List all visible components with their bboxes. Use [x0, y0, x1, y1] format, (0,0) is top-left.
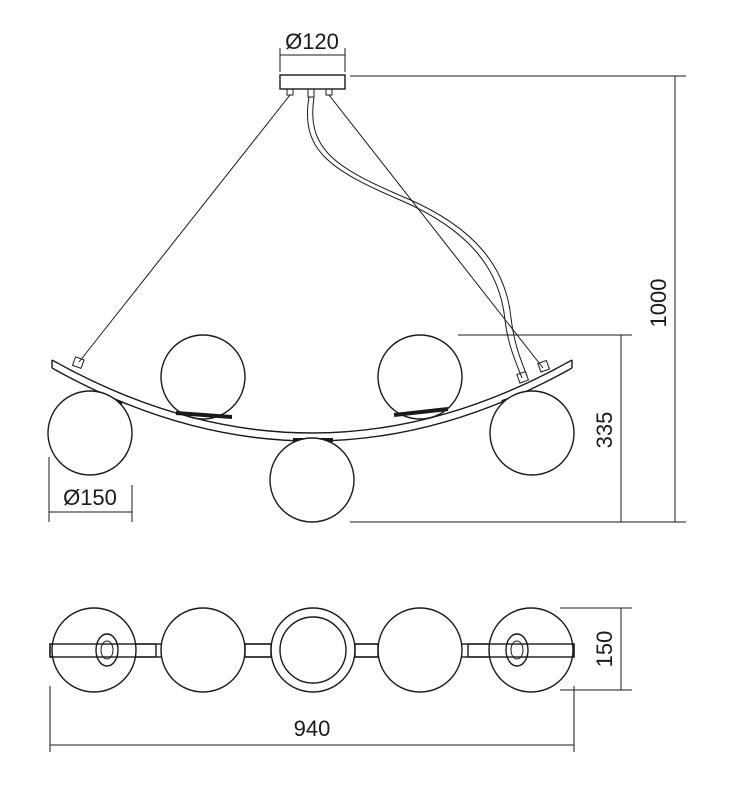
depth-label: 150: [592, 631, 617, 668]
plan-globe-4: [377, 607, 463, 693]
right-cable-cap: [537, 359, 551, 373]
plan-bar-link-right: [354, 643, 379, 658]
globe-back-right: [377, 334, 463, 420]
globe-back-left: [160, 334, 246, 420]
globe-front-center: [269, 437, 355, 523]
cord-entry-cap: [516, 370, 530, 384]
power-cord: [307, 96, 528, 379]
depth-dimension: 150: [560, 607, 632, 691]
ceiling-canopy: [279, 74, 346, 98]
plan-globe-3: [270, 607, 356, 693]
globe-front-left: [47, 390, 133, 476]
globe-drop-label: 335: [592, 412, 617, 449]
plan-globe-1: [51, 607, 137, 693]
suspension-cables: [78, 94, 544, 369]
drop-dimension: 335: [458, 334, 632, 522]
height-dimension: 1000: [350, 75, 686, 523]
left-cable-cap: [71, 356, 85, 370]
globe-diameter-label: Ø150: [63, 485, 117, 510]
width-dimension: 940: [49, 686, 575, 752]
plan-globe-3-inner: [279, 616, 347, 684]
plan-globe-2: [160, 607, 246, 693]
side-elevation: Ø120: [47, 29, 686, 523]
globe-diameter-dimension: Ø150: [48, 457, 133, 522]
plan-globe-5: [488, 607, 574, 693]
canopy-diameter-dimension: Ø120: [279, 29, 346, 72]
plan-view: 940 150: [49, 607, 632, 752]
globe-front-right: [489, 390, 575, 476]
total-height-label: 1000: [646, 279, 671, 328]
canopy-diameter-label: Ø120: [285, 29, 339, 54]
plan-sockets: [95, 633, 529, 667]
plan-bar-link-left: [244, 643, 272, 658]
width-label: 940: [294, 716, 331, 741]
